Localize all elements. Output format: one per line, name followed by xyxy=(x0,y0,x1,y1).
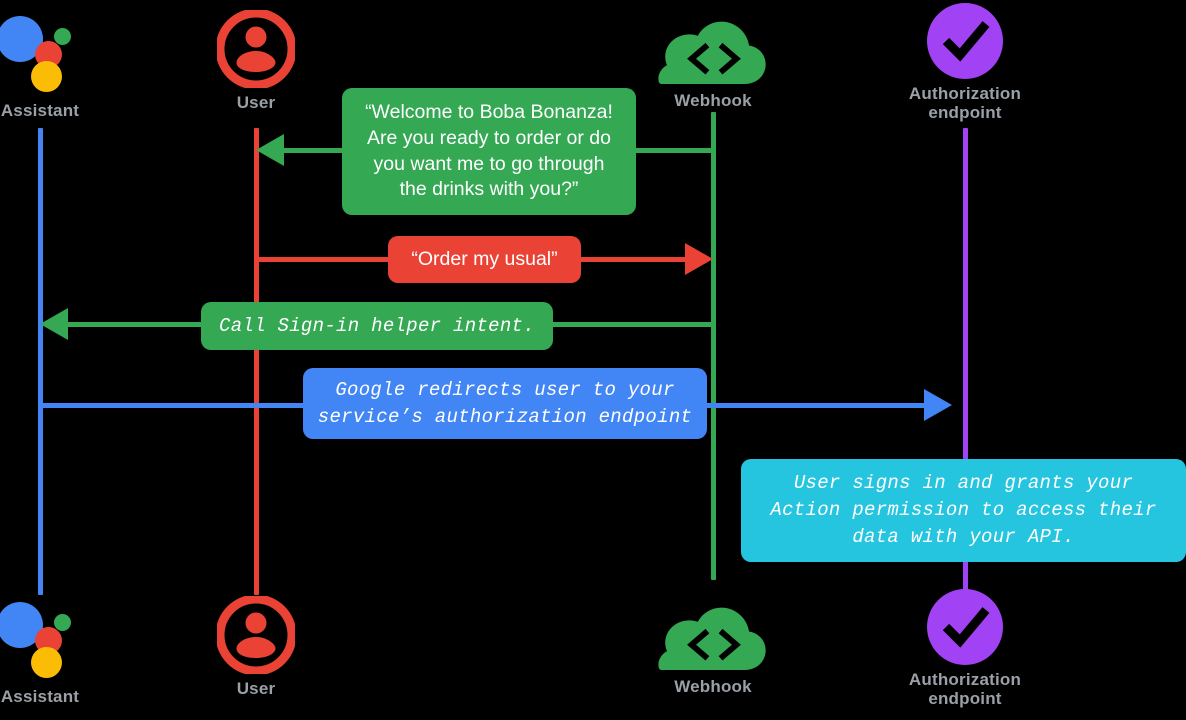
actor-user-bottom: User xyxy=(156,596,356,698)
bubble-order-usual: “Order my usual” xyxy=(388,236,581,283)
lifeline-assistant xyxy=(38,128,43,595)
actor-label-assistant-top: Assistant xyxy=(0,101,80,120)
actor-label-auth-bottom: Authorization endpoint xyxy=(908,670,1022,709)
user-avatar-icon xyxy=(217,596,295,674)
cloud-code-icon xyxy=(658,607,766,671)
cloud-code-icon xyxy=(658,21,766,85)
lifeline-auth xyxy=(963,128,968,595)
arrow-head-greeting xyxy=(256,134,284,166)
lifeline-webhook xyxy=(711,112,716,580)
actor-label-user-bottom: User xyxy=(236,679,276,698)
actor-user-top: User xyxy=(156,10,356,112)
bubble-redirect-to-auth: Google redirects user to your service’s … xyxy=(303,368,707,439)
arrow-head-sign-in-helper xyxy=(40,308,68,340)
lifeline-user xyxy=(254,128,259,595)
google-assistant-icon xyxy=(0,10,83,96)
actor-auth-top: Authorization endpoint xyxy=(865,2,1065,122)
user-avatar-icon xyxy=(217,10,295,88)
actor-label-webhook-top: Webhook xyxy=(674,91,752,110)
purple-check-circle-icon xyxy=(927,589,1003,665)
bubble-greeting: “Welcome to Boba Bonanza! Are you ready … xyxy=(342,88,636,215)
actor-webhook-top: Webhook xyxy=(613,8,813,110)
purple-check-circle-icon xyxy=(927,3,1003,79)
actor-assistant-bottom: Assistant xyxy=(0,596,140,706)
bubble-user-grants-permission: User signs in and grants your Action per… xyxy=(741,459,1186,562)
actor-label-assistant-bottom: Assistant xyxy=(0,687,80,706)
actor-label-user-top: User xyxy=(236,93,276,112)
bubble-sign-in-helper: Call Sign-in helper intent. xyxy=(201,302,553,350)
arrow-head-order-usual xyxy=(685,243,713,275)
actor-label-auth-top: Authorization endpoint xyxy=(908,84,1022,123)
actor-auth-bottom: Authorization endpoint xyxy=(865,588,1065,708)
actor-label-webhook-bottom: Webhook xyxy=(674,677,752,696)
google-assistant-icon xyxy=(0,596,83,682)
actor-assistant-top: Assistant xyxy=(0,10,140,120)
arrow-head-redirect-to-auth xyxy=(924,389,952,421)
actor-webhook-bottom: Webhook xyxy=(613,594,813,696)
